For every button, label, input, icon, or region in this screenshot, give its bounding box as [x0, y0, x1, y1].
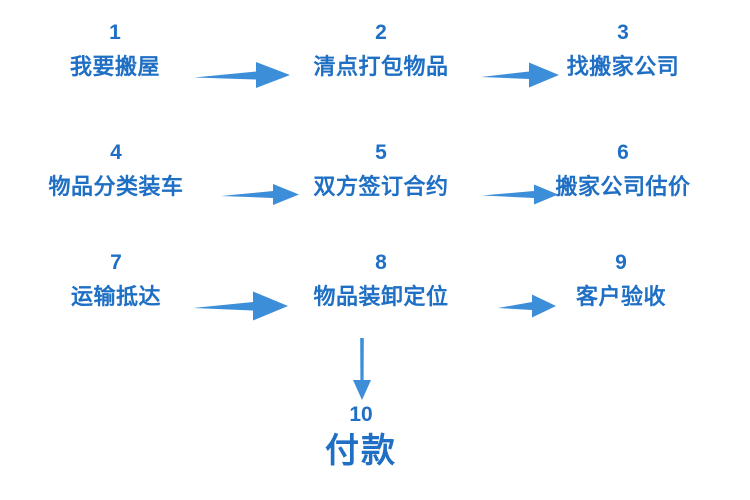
arrow-2-to-3	[481, 58, 559, 92]
step-4-label: 物品分类装车	[48, 174, 184, 199]
step-2-label: 清点打包物品	[313, 54, 449, 79]
arrow-8-to-9	[498, 291, 556, 321]
step-9-label: 客户验收	[575, 284, 666, 309]
step-10-label: 付款	[325, 432, 397, 470]
step-1-label: 我要搬屋	[69, 54, 160, 79]
step-9-number: 9	[615, 251, 627, 274]
step-7[interactable]: 7 运输抵达	[48, 252, 184, 309]
step-2[interactable]: 2 清点打包物品	[295, 22, 467, 79]
step-6-number: 6	[617, 141, 629, 164]
arrow-7-to-8	[193, 288, 288, 324]
step-8[interactable]: 8 物品装卸定位	[295, 252, 467, 309]
step-5-number: 5	[375, 141, 387, 164]
step-1-number: 1	[109, 21, 121, 44]
step-5[interactable]: 5 双方签订合约	[295, 142, 467, 199]
step-8-label: 物品装卸定位	[313, 284, 449, 309]
arrow-1-to-2	[194, 58, 290, 92]
step-2-number: 2	[375, 21, 387, 44]
step-4[interactable]: 4 物品分类装车	[42, 142, 190, 199]
step-3-label: 找搬家公司	[566, 54, 680, 79]
step-10-number: 10	[349, 403, 373, 426]
step-1[interactable]: 1 我要搬屋	[45, 22, 185, 79]
step-6[interactable]: 6 搬家公司估价	[548, 142, 698, 199]
step-7-number: 7	[110, 251, 122, 274]
step-3-number: 3	[617, 21, 629, 44]
step-7-label: 运输抵达	[70, 284, 161, 309]
arrow-5-to-6	[482, 180, 558, 208]
step-10[interactable]: 10 付款	[296, 404, 426, 470]
step-8-number: 8	[375, 251, 387, 274]
arrow-8-to-10	[349, 338, 375, 400]
step-4-number: 4	[110, 141, 122, 164]
step-3[interactable]: 3 找搬家公司	[548, 22, 698, 79]
step-6-label: 搬家公司估价	[555, 174, 691, 199]
step-5-label: 双方签订合约	[313, 174, 449, 199]
arrow-4-to-5	[221, 180, 299, 208]
step-9[interactable]: 9 客户验收	[558, 252, 684, 309]
